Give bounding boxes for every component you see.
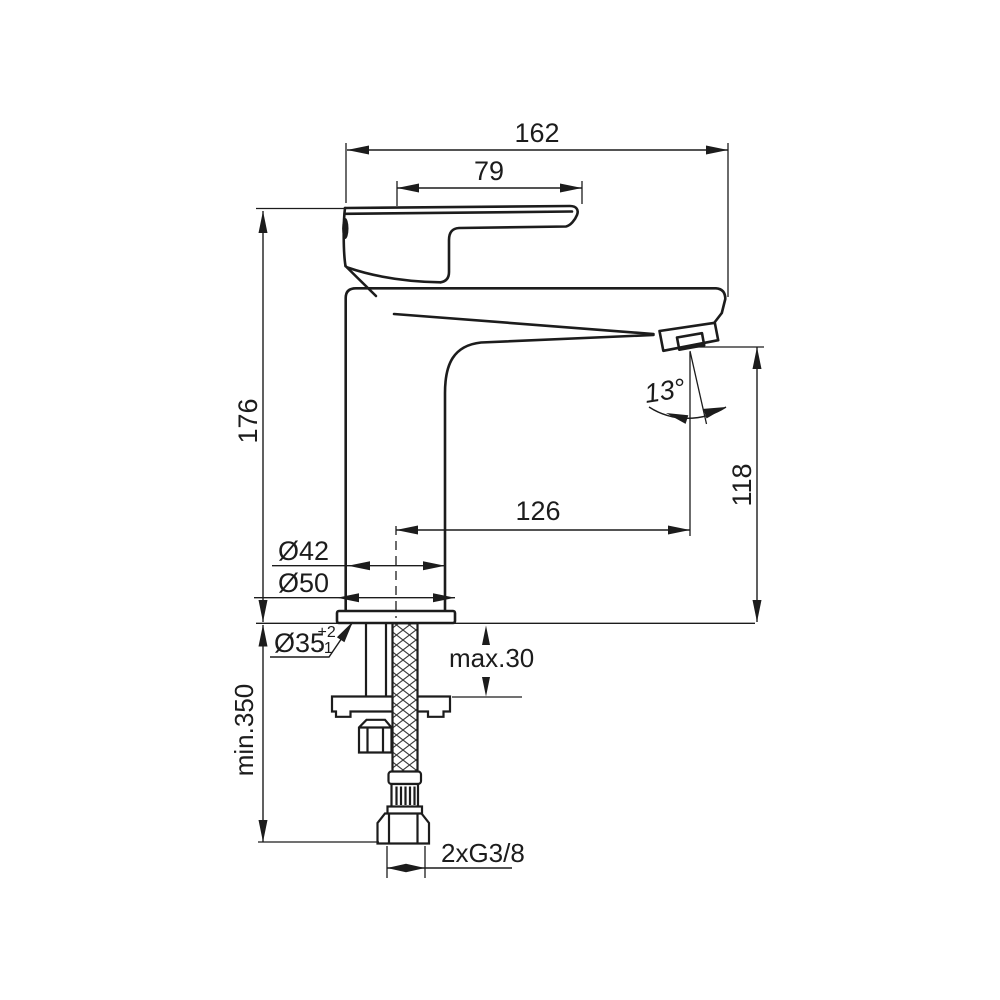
supply-hose-braid bbox=[391, 622, 419, 773]
dim-118-label: 118 bbox=[727, 463, 757, 506]
dim-118-arrow-bottom bbox=[752, 600, 762, 622]
dim-g38-arrow-left bbox=[387, 863, 406, 873]
dim-d35-arrow bbox=[336, 621, 353, 643]
dim-d35-label: Ø35 bbox=[274, 628, 325, 658]
hose-nut-facets bbox=[387, 814, 419, 844]
dim-176-label: 176 bbox=[233, 398, 263, 443]
dim-d35-tolerance-minus: -1 bbox=[319, 640, 333, 657]
dim-max30-label: max.30 bbox=[449, 643, 534, 673]
hose-nut bbox=[376, 812, 431, 845]
dim-176-arrow-top bbox=[258, 211, 268, 233]
dim-d50-arrow-left bbox=[337, 593, 359, 603]
dim-79-label: 79 bbox=[474, 156, 504, 186]
dim-angle-arrow-left bbox=[666, 413, 689, 424]
faucet-outline bbox=[256, 204, 755, 845]
dim-162-extensions bbox=[345, 143, 729, 297]
dim-d42-arrow-left bbox=[348, 561, 370, 571]
handle-lever bbox=[343, 204, 579, 284]
mounting-washer bbox=[330, 695, 452, 718]
faucet-body bbox=[344, 287, 727, 612]
hose-thread-ribs bbox=[395, 786, 416, 805]
dim-angle-slanted-line bbox=[689, 350, 708, 425]
dim-d50-label: Ø50 bbox=[278, 568, 329, 598]
mounting-nut-facets bbox=[359, 726, 392, 753]
dim-126-arrow-left bbox=[396, 525, 418, 535]
dim-max30-arrow-up bbox=[482, 625, 490, 645]
handle-skirt-bottom bbox=[346, 266, 442, 284]
dim-162-arrow-left bbox=[347, 145, 369, 155]
dim-176-arrow-bottom bbox=[258, 600, 268, 622]
dim-126-label: 126 bbox=[515, 496, 560, 526]
aerator bbox=[658, 321, 720, 353]
dim-min350-arrow-top bbox=[258, 624, 268, 647]
handle-lever-top-band bbox=[344, 210, 574, 216]
hose-collar bbox=[387, 770, 423, 786]
handle-front-slant bbox=[344, 264, 378, 298]
dim-162-label: 162 bbox=[514, 118, 559, 148]
dim-angle-label: 13° bbox=[642, 373, 687, 409]
dimension-annotations: 162 79 176 min.350 118 126 bbox=[229, 118, 764, 878]
mounting-nut bbox=[357, 718, 393, 754]
handle-grip-end bbox=[342, 218, 349, 239]
dim-g38-extensions bbox=[386, 846, 426, 878]
dim-min350-arrow-bottom bbox=[258, 820, 268, 842]
aerator-outlet bbox=[675, 331, 706, 351]
dim-79-arrow-left bbox=[397, 183, 419, 193]
threaded-shank bbox=[364, 623, 388, 696]
dim-118-arrow-top bbox=[752, 347, 762, 369]
dim-max30-arrow-down bbox=[482, 677, 490, 697]
dim-g38-arrow-right bbox=[406, 863, 425, 873]
dim-min350-label: min.350 bbox=[229, 684, 259, 777]
dim-g38-label: 2xG3/8 bbox=[441, 838, 525, 868]
spout-crease-line bbox=[392, 312, 655, 336]
dim-d35-tolerance-plus: +2 bbox=[318, 624, 336, 641]
spout-underside bbox=[443, 333, 655, 612]
dim-79-arrow-right bbox=[560, 183, 582, 193]
dim-162-arrow-right bbox=[706, 145, 728, 155]
dim-79-extensions bbox=[396, 181, 583, 206]
dim-126-arrow-right bbox=[668, 525, 690, 535]
dim-d42-label: Ø42 bbox=[278, 536, 329, 566]
dim-d50-arrow-right bbox=[433, 593, 455, 603]
dim-angle-arrow-right bbox=[703, 407, 726, 419]
dim-d42-arrow-right bbox=[423, 561, 445, 571]
